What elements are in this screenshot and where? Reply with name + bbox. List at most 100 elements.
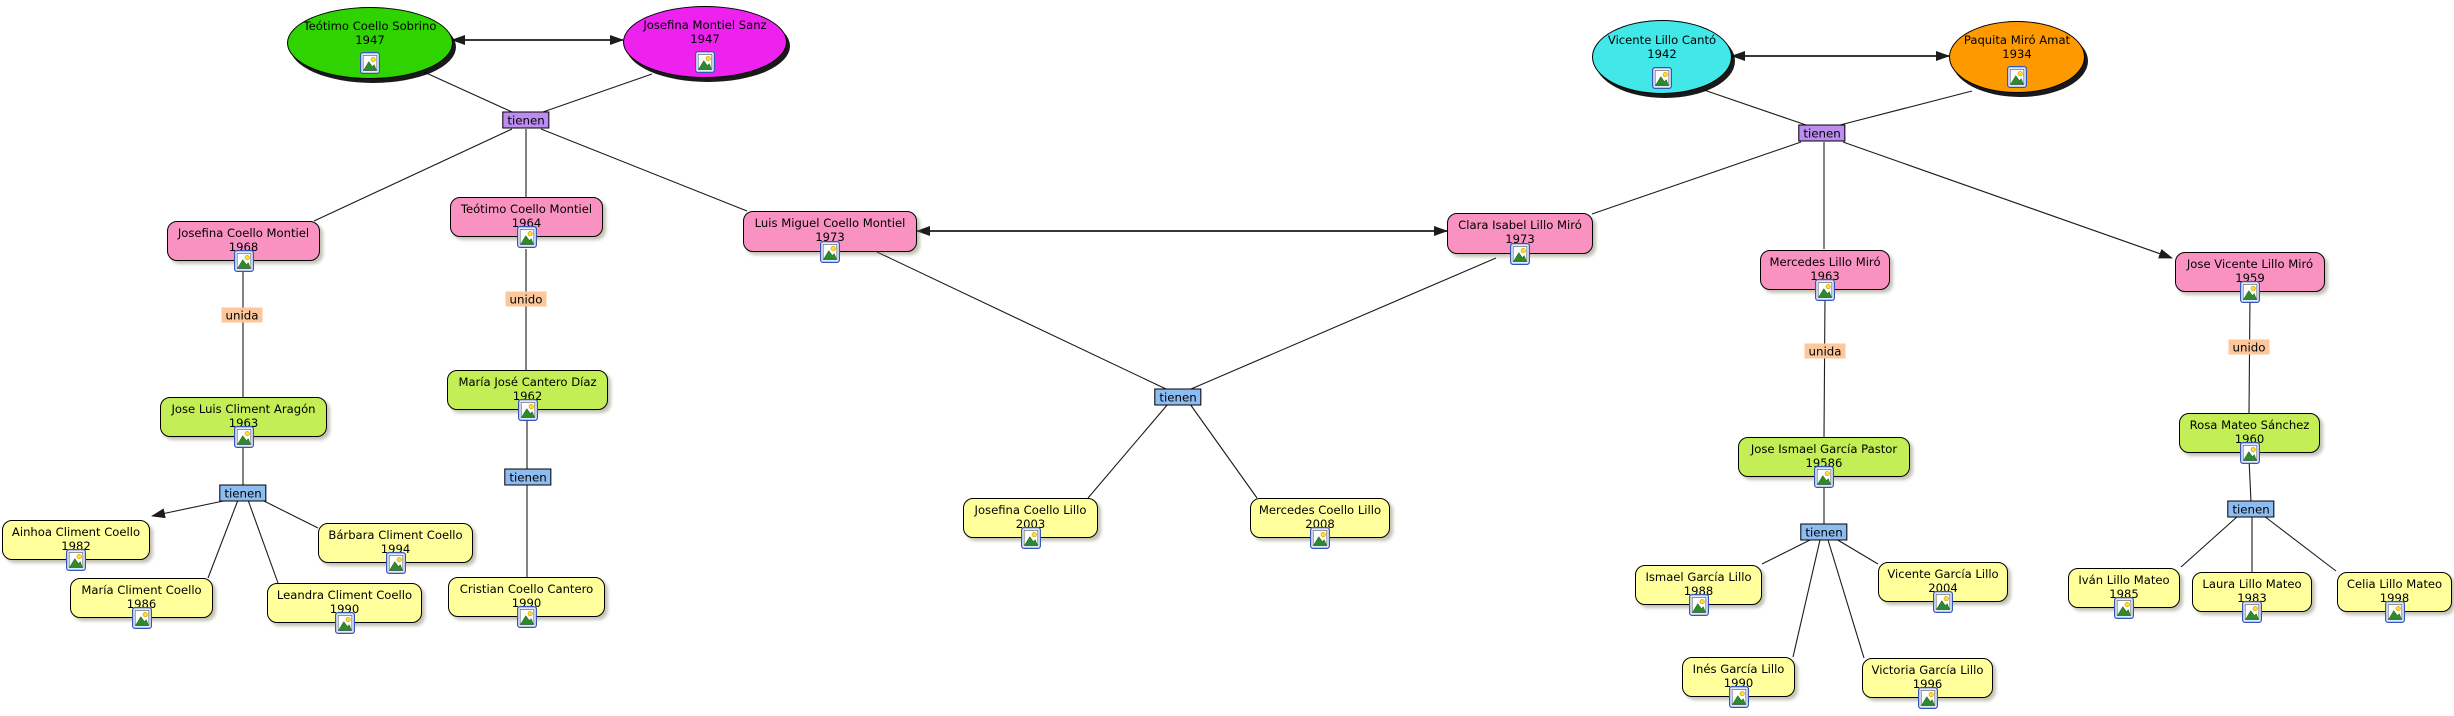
person-birth-year: 1947 (690, 32, 720, 46)
edge-line (542, 73, 653, 113)
person-name: Vicente Lillo Cantó (1607, 33, 1717, 47)
person-name: Jose Vicente Lillo Miró (2186, 257, 2314, 271)
relationship-label-tienen[interactable]: tienen (504, 468, 552, 486)
person-name: Inés García Lillo (1692, 662, 1785, 676)
person-birth-year: 1942 (1647, 47, 1677, 61)
relationship-label-unida[interactable]: unida (1804, 343, 1846, 359)
person-node-teotimo-coello-montiel[interactable]: Teótimo Coello Montiel 1964 (450, 197, 603, 248)
person-name: María Climent Coello (81, 583, 202, 597)
person-node-ines-garcia-lillo[interactable]: Inés García Lillo 1990 (1682, 657, 1795, 708)
person-node-leandra-climent-coello[interactable]: Leandra Climent Coello 1990 (267, 583, 422, 634)
photo-icon (2239, 442, 2260, 464)
person-name: Paquita Miró Amat (1963, 33, 2071, 47)
person-node-jose-ismael-garcia-pastor[interactable]: Jose Ismael García Pastor 19586 (1738, 437, 1910, 488)
person-name: Teótimo Coello Sobrino (303, 19, 437, 33)
person-node-ivan-lillo-mateo[interactable]: Iván Lillo Mateo 1985 (2068, 568, 2180, 619)
photo-icon (695, 51, 715, 73)
person-node-barbara-climent-coello[interactable]: Bárbara Climent Coello 1994 (318, 523, 473, 574)
relationship-label-tienen[interactable]: tienen (502, 111, 550, 129)
person-node-rosa-mateo-sanchez[interactable]: Rosa Mateo Sánchez 1960 (2179, 413, 2320, 464)
person-node-mercedes-lillo-miro[interactable]: Mercedes Lillo Miró 1963 (1760, 250, 1890, 301)
photo-icon (1815, 279, 1835, 301)
photo-icon (1688, 594, 1709, 616)
person-node-celia-lillo-mateo[interactable]: Celia Lillo Mateo 1998 (2337, 572, 2452, 623)
relationship-label-tienen[interactable]: tienen (2227, 500, 2275, 518)
photo-icon (360, 52, 380, 74)
photo-icon (1310, 527, 1330, 549)
person-node-jose-vicente-lillo-miro[interactable]: Jose Vicente Lillo Miró 1959 (2175, 252, 2325, 303)
person-name: Celia Lillo Mateo (2346, 577, 2443, 591)
relationship-label-unido[interactable]: unido (2228, 339, 2270, 355)
edge-line (1827, 539, 1865, 659)
photo-icon (516, 226, 537, 248)
person-name: Josefina Coello Montiel (177, 226, 310, 240)
person-node-ainhoa-climent-coello[interactable]: Ainhoa Climent Coello 1982 (2, 520, 150, 571)
person-node-jose-luis-climent-aragon[interactable]: Jose Luis Climent Aragón 1963 (160, 397, 327, 448)
relationship-label-tienen[interactable]: tienen (1800, 523, 1848, 541)
photo-icon (2007, 66, 2027, 88)
person-name: Jose Luis Climent Aragón (171, 402, 316, 416)
photo-icon (66, 549, 86, 571)
photo-icon (1728, 686, 1749, 708)
edge-line (1190, 257, 1497, 390)
person-node-josefina-coello-lillo[interactable]: Josefina Coello Lillo 2003 (963, 498, 1098, 549)
person-node-clara-isabel-lillo-miro[interactable]: Clara Isabel Lillo Miró 1973 (1447, 213, 1593, 265)
person-name: Leandra Climent Coello (276, 588, 413, 602)
person-name: Teótimo Coello Montiel (460, 202, 593, 216)
person-node-teotimo-coello-sobrino[interactable]: Teótimo Coello Sobrino 1947 (287, 7, 453, 79)
relationship-label-unida[interactable]: unida (221, 307, 263, 323)
photo-icon (2384, 601, 2405, 623)
person-node-paquita-miro-amat[interactable]: Paquita Miró Amat 1934 (1949, 21, 2085, 93)
person-node-ismael-garcia-lillo[interactable]: Ismael García Lillo 1988 (1635, 565, 1762, 616)
relationship-label-tienen[interactable]: tienen (1154, 388, 1202, 406)
person-name: María José Cantero Díaz (458, 375, 597, 389)
relationship-label-tienen[interactable]: tienen (219, 484, 267, 502)
edge-line (207, 499, 239, 579)
photo-icon (131, 607, 152, 629)
photo-icon (334, 612, 355, 634)
edge-line (423, 71, 513, 113)
edge-line (876, 251, 1167, 390)
person-node-laura-lillo-mateo[interactable]: Laura Lillo Mateo 1983 (2192, 572, 2312, 623)
person-name: Bárbara Climent Coello (328, 528, 463, 542)
photo-icon (233, 250, 254, 272)
person-name: Laura Lillo Mateo (2202, 577, 2302, 591)
person-name: Victoria García Lillo (1871, 663, 1984, 677)
person-name: Mercedes Lillo Miró (1769, 255, 1881, 269)
photo-icon (385, 552, 406, 574)
person-name: Jose Ismael García Pastor (1750, 442, 1898, 456)
photo-icon (1020, 527, 1041, 549)
person-name: Ainhoa Climent Coello (11, 525, 141, 539)
photo-icon (2114, 597, 2134, 619)
photo-icon (2242, 601, 2262, 623)
person-birth-year: 1973 (815, 230, 845, 244)
person-node-maria-climent-coello[interactable]: María Climent Coello 1986 (70, 578, 213, 629)
person-node-victoria-garcia-lillo[interactable]: Victoria García Lillo 1996 (1862, 658, 1993, 709)
person-node-maria-jose-cantero-diaz[interactable]: María José Cantero Díaz 1962 (447, 370, 608, 421)
relationship-label-tienen[interactable]: tienen (1798, 124, 1846, 142)
edge-line (1792, 539, 1821, 658)
person-node-vicente-garcia-lillo[interactable]: Vicente García Lillo 2004 (1878, 562, 2008, 613)
person-name: Iván Lillo Mateo (2078, 573, 2170, 587)
photo-icon (517, 399, 538, 421)
edge-line (1087, 403, 1169, 499)
edge-line (2263, 515, 2337, 572)
person-node-cristian-coello-cantero[interactable]: Cristian Coello Cantero 1990 (448, 577, 605, 628)
person-name: Luis Miguel Coello Montiel (754, 216, 906, 230)
person-birth-year: 1947 (355, 33, 385, 47)
person-node-vicente-lillo-canto[interactable]: Vicente Lillo Cantó 1942 (1592, 20, 1732, 94)
person-node-mercedes-coello-lillo[interactable]: Mercedes Coello Lillo 2008 (1250, 498, 1390, 549)
edge-line (2248, 458, 2252, 503)
edge-line (257, 497, 319, 529)
person-name: Rosa Mateo Sánchez (2189, 418, 2310, 432)
person-node-luis-miguel-coello-montiel[interactable]: Luis Miguel Coello Montiel 1973 (743, 211, 917, 263)
edge-line (1839, 90, 1973, 126)
person-node-josefina-coello-montiel[interactable]: Josefina Coello Montiel 1968 (167, 221, 320, 272)
person-node-josefina-montiel-sanz[interactable]: Josefina Montiel Sanz 1947 (623, 6, 787, 78)
photo-icon (2240, 281, 2260, 303)
person-birth-year: 1934 (2002, 47, 2032, 61)
edge-line (1842, 141, 2173, 259)
person-name: Cristian Coello Cantero (459, 582, 594, 596)
relationship-label-unido[interactable]: unido (505, 291, 547, 307)
